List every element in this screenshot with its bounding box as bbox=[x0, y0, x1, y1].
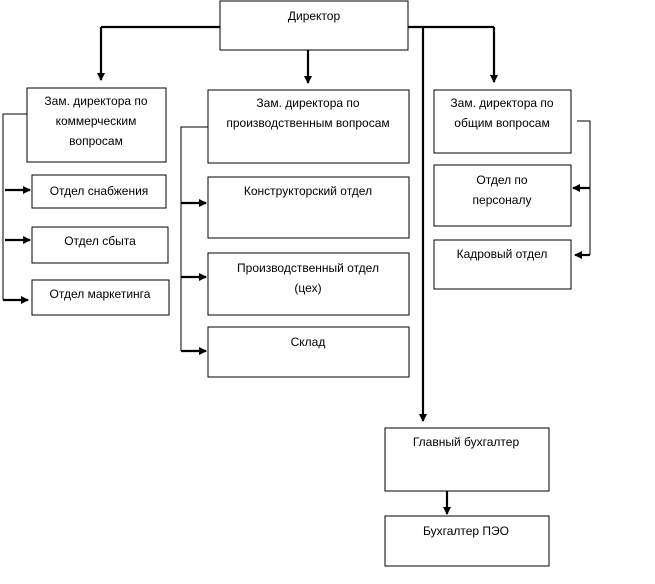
node-personnel: Отдел по персоналу bbox=[433, 164, 572, 227]
node-director: Директор bbox=[219, 0, 409, 51]
connector-production-trunk bbox=[180, 126, 208, 351]
node-label-line: Конструкторский отдел bbox=[244, 184, 372, 198]
node-label-line: Главный бухгалтер bbox=[413, 435, 520, 449]
svg-text:Склад: Склад bbox=[291, 335, 326, 349]
node-label-line: Директор bbox=[288, 9, 341, 23]
node-label-line: Отдел снабжения bbox=[50, 184, 149, 198]
node-chief-accountant: Главный бухгалтер bbox=[384, 427, 550, 492]
node-label-line: Отдел сбыта bbox=[64, 234, 136, 248]
svg-text:Главный бухгалтер: Главный бухгалтер bbox=[413, 435, 520, 449]
node-label-line: Зам. директора по bbox=[256, 96, 359, 110]
node-label-line: Бухгалтер ПЭО bbox=[423, 524, 509, 538]
node-sales: Отдел сбыта bbox=[31, 226, 169, 264]
node-hr: Кадровый отдел bbox=[433, 239, 572, 290]
node-label-line: (цех) bbox=[294, 281, 321, 295]
node-production: Производственный отдел (цех) bbox=[207, 252, 410, 316]
node-label-line: Отдел маркетинга bbox=[50, 287, 151, 301]
svg-text:Кадровый отдел: Кадровый отдел bbox=[457, 247, 548, 261]
svg-text:Директор: Директор bbox=[288, 9, 341, 23]
node-label-line: Зам. директора по bbox=[450, 96, 553, 110]
node-label-line: персоналу bbox=[473, 193, 532, 207]
node-dep-production: Зам. директора по производственным вопрос… bbox=[207, 89, 410, 164]
node-label-line: Склад bbox=[291, 335, 326, 349]
node-dep-general: Зам. директора по общим вопросам bbox=[433, 89, 572, 154]
node-label-line: Зам. директора по bbox=[44, 94, 147, 108]
node-label-line: Производственный отдел bbox=[237, 261, 379, 275]
node-label-line: коммерческим bbox=[56, 114, 137, 128]
svg-text:Отдел маркетинга: Отдел маркетинга bbox=[50, 287, 151, 301]
svg-text:Отдел сбыта: Отдел сбыта bbox=[64, 234, 136, 248]
node-design: Конструкторский отдел bbox=[207, 176, 410, 239]
node-label-line: Кадровый отдел bbox=[457, 247, 548, 261]
connectors bbox=[2, 25, 591, 515]
node-label-line: общим вопросам bbox=[454, 116, 549, 130]
node-warehouse: Склад bbox=[207, 326, 410, 378]
node-label-line: производственным вопросам bbox=[226, 116, 389, 130]
node-label-line: вопросам bbox=[69, 134, 123, 148]
node-label-line: Отдел по bbox=[476, 173, 528, 187]
svg-text:Бухгалтер ПЭО: Бухгалтер ПЭО bbox=[423, 524, 509, 538]
node-accountant-peo: Бухгалтер ПЭО bbox=[384, 515, 550, 567]
connector-commercial-trunk bbox=[2, 113, 27, 300]
svg-text:Производственный отдел(цех): Производственный отдел (цех) bbox=[237, 261, 379, 295]
svg-text:Отдел снабжения: Отдел снабжения bbox=[50, 184, 149, 198]
node-marketing: Отдел маркетинга bbox=[31, 279, 170, 316]
node-dep-commercial: Зам. директора по коммерческим вопросам bbox=[26, 87, 167, 163]
node-supply: Отдел снабжения bbox=[31, 174, 167, 209]
svg-text:Конструкторский отдел: Конструкторский отдел bbox=[244, 184, 372, 198]
connector-general-trunk bbox=[577, 120, 591, 255]
